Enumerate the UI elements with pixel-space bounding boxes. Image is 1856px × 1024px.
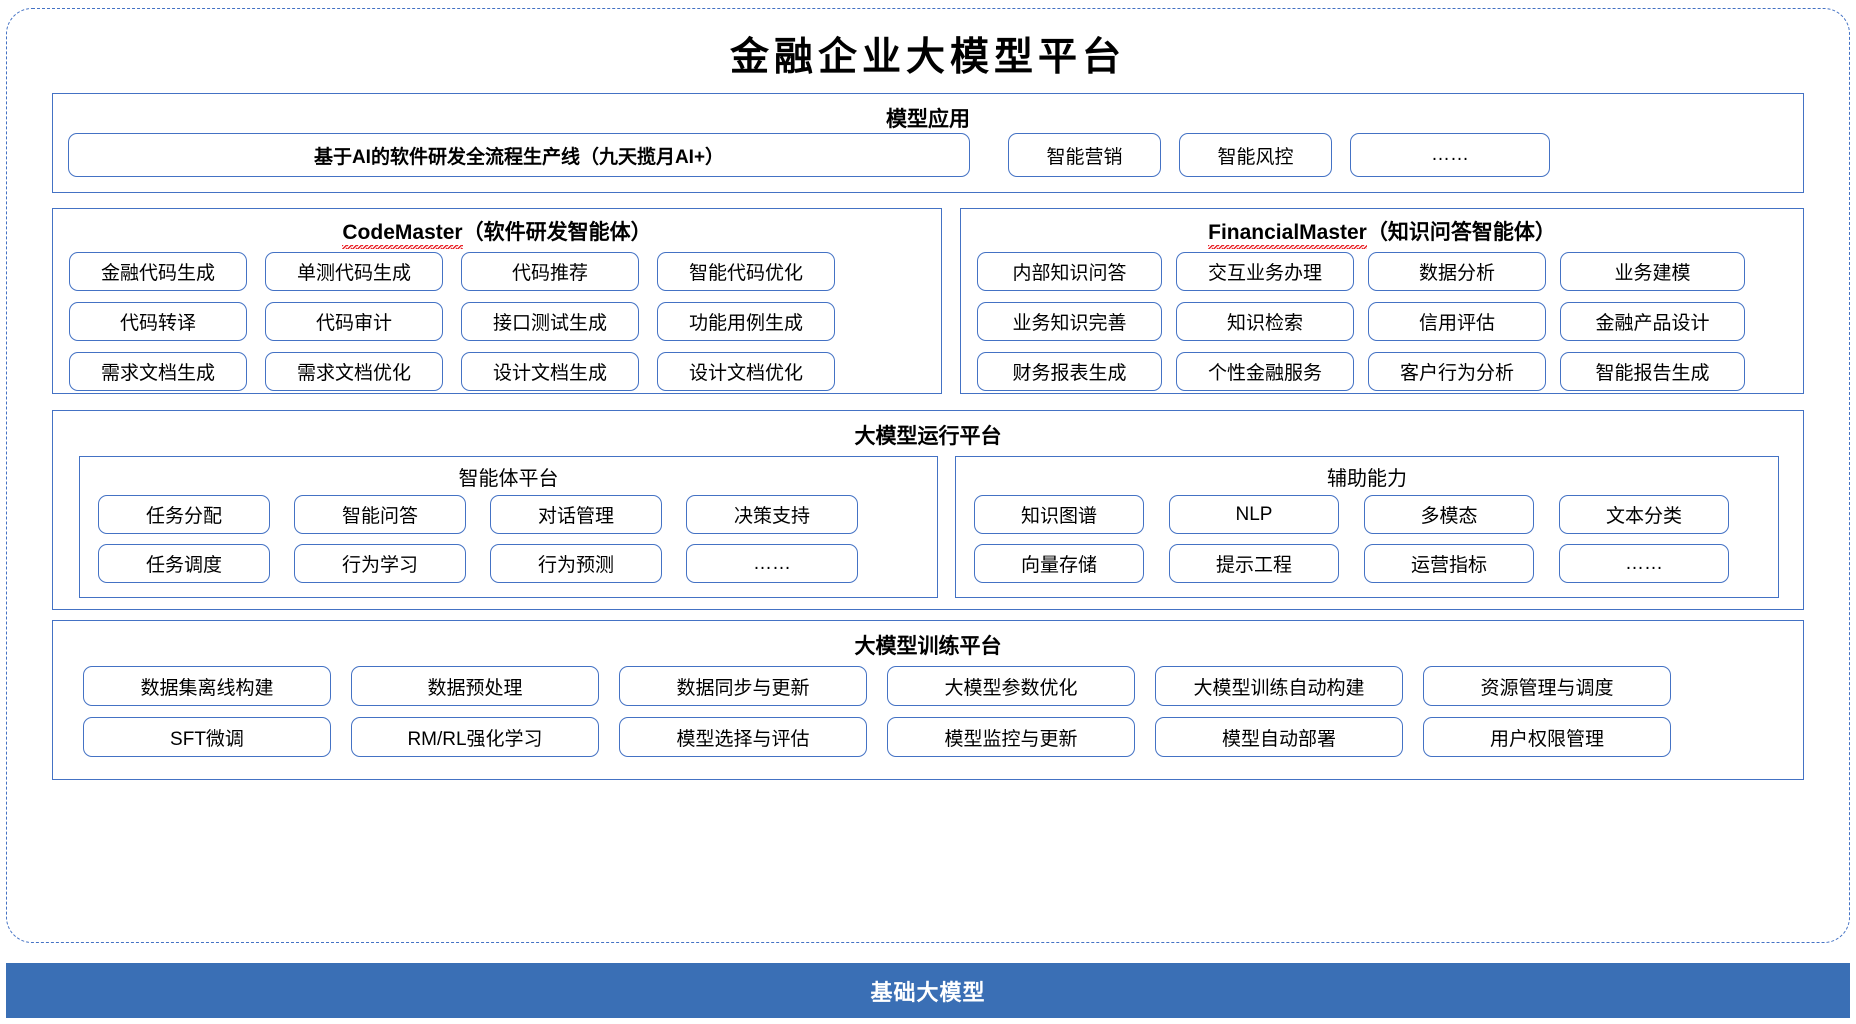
section-title-training-platform: 大模型训练平台: [854, 635, 1002, 658]
fin-item-8[interactable]: 财务报表生成: [977, 352, 1162, 391]
code-item-8[interactable]: 需求文档生成: [69, 352, 247, 391]
code-item-3[interactable]: 智能代码优化: [657, 252, 835, 291]
financial-master-name: FinancialMaster: [1208, 221, 1367, 249]
fin-item-6[interactable]: 信用评估: [1368, 302, 1546, 341]
section-financial-master: FinancialMaster（知识问答智能体） 内部知识问答 交互业务办理 数…: [960, 208, 1804, 394]
code-item-9[interactable]: 需求文档优化: [265, 352, 443, 391]
agentplat-item-4[interactable]: 任务调度: [98, 544, 270, 583]
section-training-platform: 大模型训练平台 数据集离线构建 数据预处理 数据同步与更新 大模型参数优化 大模…: [52, 620, 1804, 780]
code-item-4[interactable]: 代码转译: [69, 302, 247, 341]
fin-item-7[interactable]: 金融产品设计: [1560, 302, 1745, 341]
train-item-7[interactable]: RM/RL强化学习: [351, 717, 599, 757]
code-master-subtitle: （软件研发智能体）: [462, 221, 652, 244]
aux-item-5[interactable]: 提示工程: [1169, 544, 1339, 583]
subsection-title-agent-platform: 智能体平台: [458, 468, 559, 490]
fin-item-2[interactable]: 数据分析: [1368, 252, 1546, 291]
code-item-1[interactable]: 单测代码生成: [265, 252, 443, 291]
code-item-6[interactable]: 接口测试生成: [461, 302, 639, 341]
code-item-7[interactable]: 功能用例生成: [657, 302, 835, 341]
agentplat-item-more[interactable]: ……: [686, 544, 858, 583]
subsection-auxiliary-capability: 辅助能力 知识图谱 NLP 多模态 文本分类 向量存储 提示工程 运营指标 ……: [955, 456, 1779, 598]
aux-item-4[interactable]: 向量存储: [974, 544, 1144, 583]
train-item-0[interactable]: 数据集离线构建: [83, 666, 331, 706]
train-item-1[interactable]: 数据预处理: [351, 666, 599, 706]
agentplat-item-5[interactable]: 行为学习: [294, 544, 466, 583]
code-item-2[interactable]: 代码推荐: [461, 252, 639, 291]
aux-item-2[interactable]: 多模态: [1364, 495, 1534, 534]
code-item-10[interactable]: 设计文档生成: [461, 352, 639, 391]
app-item-more[interactable]: ……: [1350, 133, 1550, 177]
fin-item-9[interactable]: 个性金融服务: [1176, 352, 1354, 391]
subsection-agent-platform: 智能体平台 任务分配 智能问答 对话管理 决策支持 任务调度 行为学习 行为预测…: [79, 456, 938, 598]
section-title-code-master: CodeMaster（软件研发智能体）: [53, 216, 941, 249]
aux-item-more[interactable]: ……: [1559, 544, 1729, 583]
financial-master-subtitle: （知识问答智能体）: [1366, 221, 1556, 244]
train-item-6[interactable]: SFT微调: [83, 717, 331, 757]
aux-item-3[interactable]: 文本分类: [1559, 495, 1729, 534]
train-item-5[interactable]: 资源管理与调度: [1423, 666, 1671, 706]
code-item-11[interactable]: 设计文档优化: [657, 352, 835, 391]
section-title-financial-master: FinancialMaster（知识问答智能体）: [961, 216, 1803, 249]
code-master-grid: 金融代码生成 单测代码生成 代码推荐 智能代码优化 代码转译 代码审计 接口测试…: [69, 252, 927, 391]
agentplat-item-0[interactable]: 任务分配: [98, 495, 270, 534]
agent-platform-grid: 任务分配 智能问答 对话管理 决策支持 任务调度 行为学习 行为预测 ……: [98, 495, 858, 583]
code-item-5[interactable]: 代码审计: [265, 302, 443, 341]
section-model-application: 模型应用 基于AI的软件研发全流程生产线（九天揽月AI+） 智能营销 智能风控 …: [52, 93, 1804, 193]
agentplat-item-1[interactable]: 智能问答: [294, 495, 466, 534]
section-code-master: CodeMaster（软件研发智能体） 金融代码生成 单测代码生成 代码推荐 智…: [52, 208, 942, 394]
train-item-8[interactable]: 模型选择与评估: [619, 717, 867, 757]
auxiliary-capability-grid: 知识图谱 NLP 多模态 文本分类 向量存储 提示工程 运营指标 ……: [974, 495, 1729, 583]
train-item-2[interactable]: 数据同步与更新: [619, 666, 867, 706]
app-item-smart-marketing[interactable]: 智能营销: [1008, 133, 1161, 177]
aux-item-6[interactable]: 运营指标: [1364, 544, 1534, 583]
foundation-model-label: 基础大模型: [870, 979, 986, 1005]
page-title: 金融企业大模型平台: [729, 34, 1126, 80]
section-title-model-application: 模型应用: [886, 108, 970, 131]
subsection-title-auxiliary-capability: 辅助能力: [1327, 468, 1407, 490]
fin-item-10[interactable]: 客户行为分析: [1368, 352, 1546, 391]
fin-item-5[interactable]: 知识检索: [1176, 302, 1354, 341]
code-master-name: CodeMaster: [342, 221, 463, 249]
fin-item-11[interactable]: 智能报告生成: [1560, 352, 1745, 391]
section-title-runtime-platform: 大模型运行平台: [854, 425, 1002, 448]
fin-item-1[interactable]: 交互业务办理: [1176, 252, 1354, 291]
code-item-0[interactable]: 金融代码生成: [69, 252, 247, 291]
aux-item-1[interactable]: NLP: [1169, 495, 1339, 534]
train-item-10[interactable]: 模型自动部署: [1155, 717, 1403, 757]
fin-item-0[interactable]: 内部知识问答: [977, 252, 1162, 291]
app-item-smart-risk-control[interactable]: 智能风控: [1179, 133, 1332, 177]
fin-item-3[interactable]: 业务建模: [1560, 252, 1745, 291]
train-item-3[interactable]: 大模型参数优化: [887, 666, 1135, 706]
agentplat-item-2[interactable]: 对话管理: [490, 495, 662, 534]
fin-item-4[interactable]: 业务知识完善: [977, 302, 1162, 341]
aux-item-0[interactable]: 知识图谱: [974, 495, 1144, 534]
agentplat-item-6[interactable]: 行为预测: [490, 544, 662, 583]
train-item-4[interactable]: 大模型训练自动构建: [1155, 666, 1403, 706]
train-item-9[interactable]: 模型监控与更新: [887, 717, 1135, 757]
model-application-items: 基于AI的软件研发全流程生产线（九天揽月AI+） 智能营销 智能风控 ……: [68, 133, 1790, 177]
foundation-model-bar: 基础大模型: [6, 963, 1850, 1018]
app-item-ai-pipeline[interactable]: 基于AI的软件研发全流程生产线（九天揽月AI+）: [68, 133, 970, 177]
agentplat-item-3[interactable]: 决策支持: [686, 495, 858, 534]
section-runtime-platform: 大模型运行平台 智能体平台 任务分配 智能问答 对话管理 决策支持 任务调度 行…: [52, 410, 1804, 610]
financial-master-grid: 内部知识问答 交互业务办理 数据分析 业务建模 业务知识完善 知识检索 信用评估…: [977, 252, 1789, 391]
training-platform-grid: 数据集离线构建 数据预处理 数据同步与更新 大模型参数优化 大模型训练自动构建 …: [83, 666, 1671, 757]
train-item-11[interactable]: 用户权限管理: [1423, 717, 1671, 757]
